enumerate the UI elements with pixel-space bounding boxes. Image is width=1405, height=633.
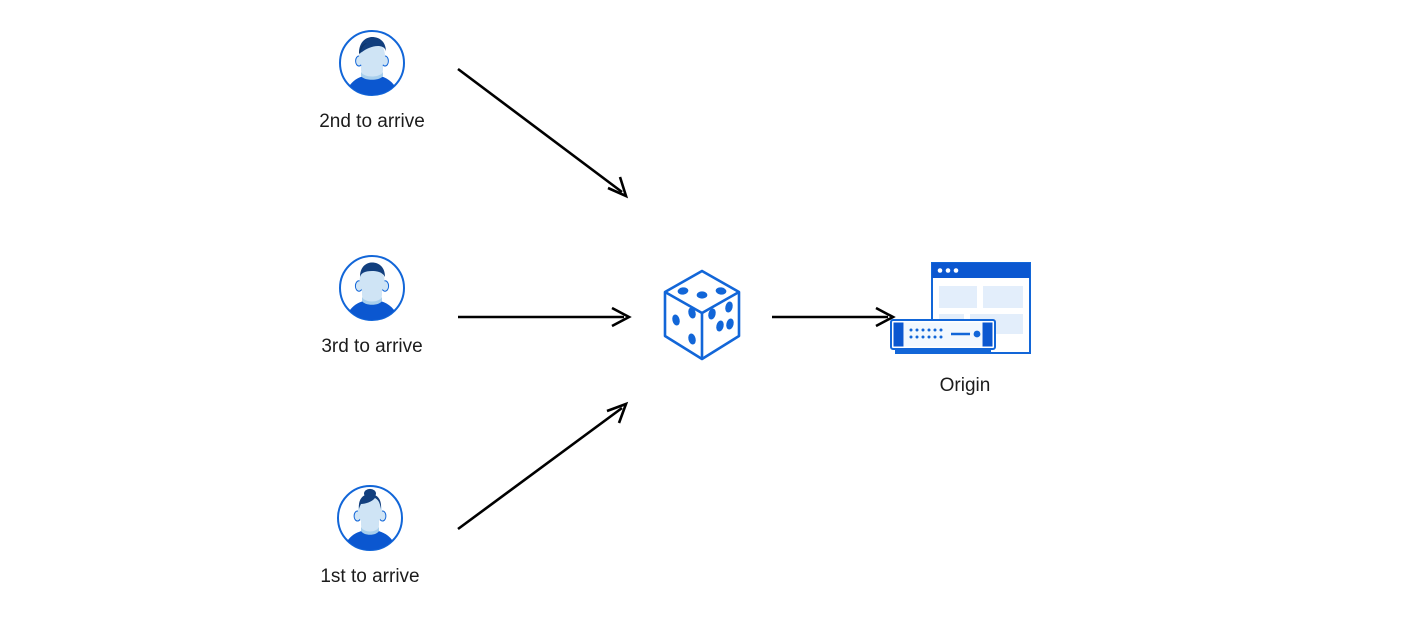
client-node-2nd: 2nd to arrive	[302, 28, 442, 134]
arrow-3rd-to-dice	[458, 306, 632, 328]
arrow-2nd-to-dice	[457, 67, 629, 199]
origin-server-browser-icon	[890, 262, 1031, 354]
arrow-1st-to-dice	[457, 401, 629, 531]
client-label-1st: 1st to arrive	[320, 566, 420, 587]
origin-label: Origin	[939, 375, 991, 396]
user-avatar-icon	[337, 485, 403, 551]
dice-node	[659, 266, 745, 366]
client-node-3rd: 3rd to arrive	[302, 253, 442, 359]
client-label-3rd: 3rd to arrive	[321, 336, 423, 357]
client-node-1st: 1st to arrive	[300, 483, 440, 589]
dice-icon	[663, 269, 741, 361]
server-device	[890, 319, 996, 354]
origin-node: Origin	[875, 255, 1055, 398]
user-avatar-icon	[339, 255, 405, 321]
user-avatar-icon	[339, 30, 405, 96]
client-label-2nd: 2nd to arrive	[319, 111, 425, 132]
